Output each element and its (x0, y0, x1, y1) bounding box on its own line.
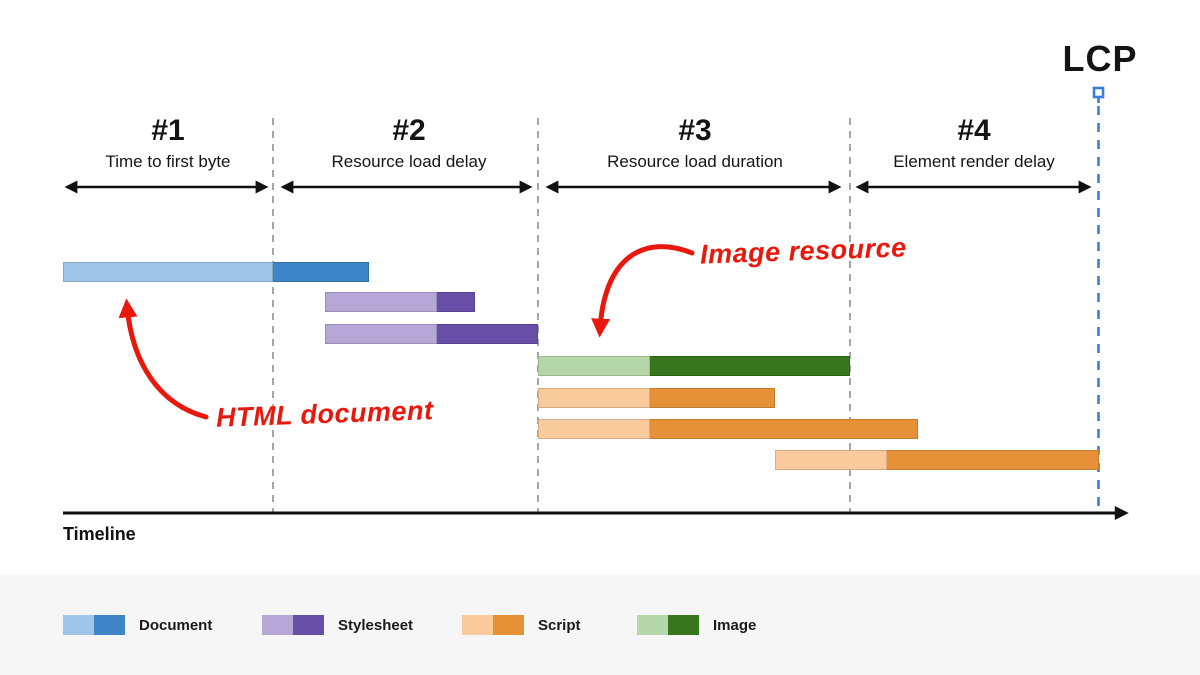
stylesheet-dark-segment (437, 292, 475, 312)
document-dark-segment (273, 262, 369, 282)
legend-label-stylesheet: Stylesheet (338, 616, 414, 634)
stylesheet-light-segment (325, 292, 437, 312)
bar-stylesheet (325, 292, 475, 312)
phase-1-header: #1 Time to first byte (63, 114, 273, 172)
document-swatch-icon (63, 615, 125, 635)
bar-script (775, 450, 1099, 470)
phase-3-number: #3 (678, 114, 712, 147)
script-dark-segment (887, 450, 1099, 470)
bar-document (63, 262, 369, 282)
legend-item-script: Script (462, 615, 581, 635)
stylesheet-dark-segment (437, 324, 538, 344)
image-light-segment (538, 356, 650, 376)
legend-item-stylesheet: Stylesheet (262, 615, 413, 635)
legend-label-script: Script (538, 616, 581, 634)
legend-item-document: Document (63, 615, 212, 635)
phase-4-label: Element render delay (893, 152, 1055, 171)
script-light-segment (538, 388, 650, 408)
timeline-label: Timeline (63, 524, 136, 544)
image-resource-arrow (591, 244, 695, 338)
legend-label-document: Document (139, 616, 213, 634)
document-light-segment (63, 262, 273, 282)
script-dark-segment (650, 388, 775, 408)
phase-2-number: #2 (392, 114, 426, 147)
legend: Document Stylesheet Script Image (0, 575, 1200, 675)
image-swatch-icon (637, 615, 699, 635)
phase-2-header: #2 Resource load delay (280, 114, 538, 172)
phase-2-label: Resource load delay (331, 152, 487, 171)
phase-3-header: #3 Resource load duration (545, 114, 845, 172)
phase-4-header: #4 Element render delay (855, 114, 1093, 172)
phase-3-label: Resource load duration (607, 152, 783, 171)
bar-stylesheet (325, 324, 538, 344)
stylesheet-light-segment (325, 324, 437, 344)
script-dark-segment (650, 419, 918, 439)
bar-image (538, 356, 850, 376)
script-swatch-icon (462, 615, 524, 635)
bar-script (538, 419, 918, 439)
phase-4-number: #4 (957, 114, 991, 147)
lcp-marker-icon (1092, 86, 1105, 99)
phase-1-number: #1 (151, 114, 185, 147)
script-light-segment (538, 419, 650, 439)
legend-item-image: Image (637, 615, 756, 635)
bar-script (538, 388, 775, 408)
lcp-label: LCP (1062, 38, 1138, 79)
phase-1-label: Time to first byte (105, 152, 231, 171)
html-document-arrow (118, 298, 209, 420)
legend-label-image: Image (713, 616, 757, 634)
stylesheet-swatch-icon (262, 615, 324, 635)
script-light-segment (775, 450, 887, 470)
image-dark-segment (650, 356, 850, 376)
